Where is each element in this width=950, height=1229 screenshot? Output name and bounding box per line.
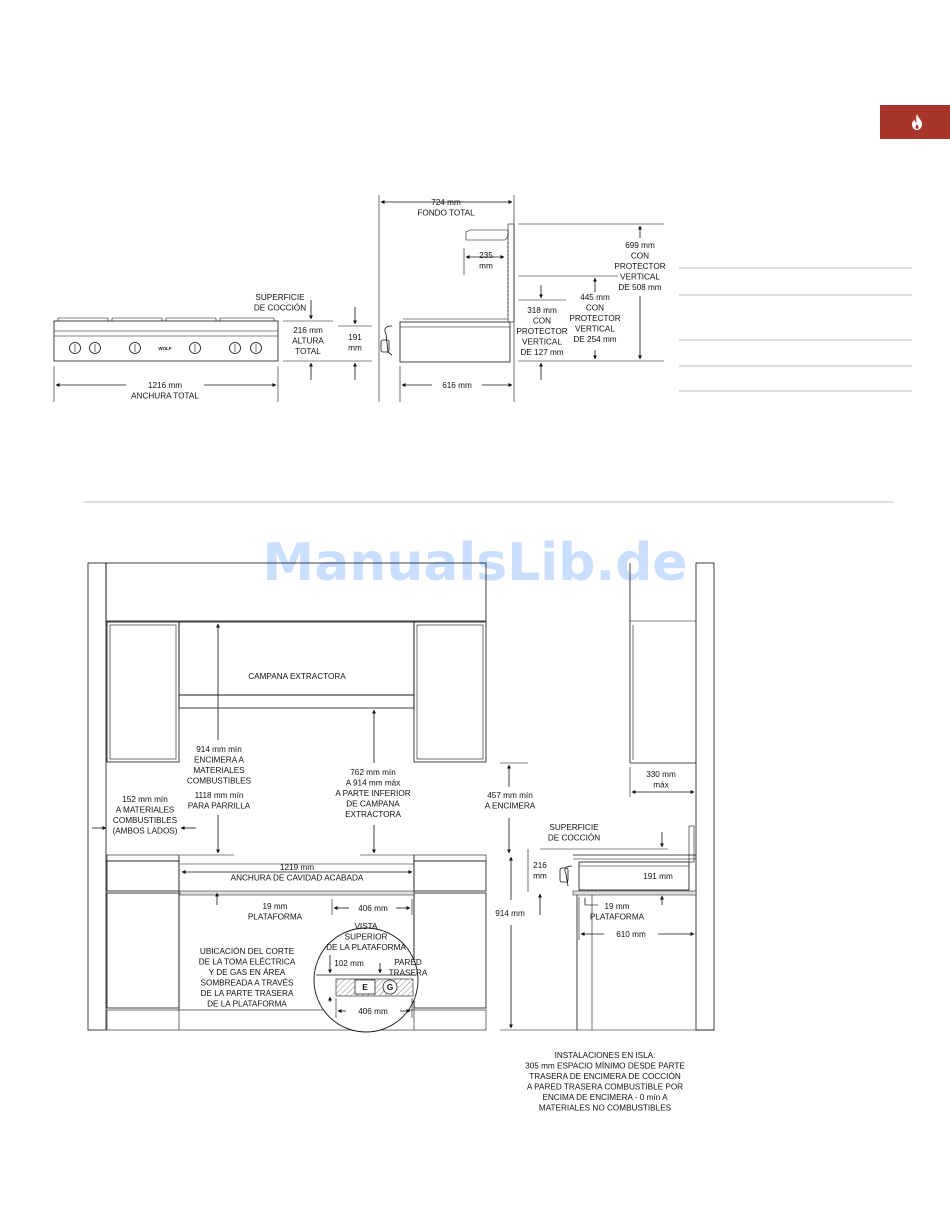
side-610-label: 610 mm <box>616 930 646 939</box>
dim-406-bottom-label: 406 mm <box>358 1007 388 1016</box>
side-914-label: 914 mm <box>495 909 525 918</box>
electrical-outlet-label: E <box>362 983 368 992</box>
side-191-label: 191 mm <box>643 872 673 881</box>
control-knobs <box>69 342 262 354</box>
section-tab <box>880 105 950 139</box>
dim-616-label: 616 mm <box>442 381 472 390</box>
gas-outlet-label: G <box>387 983 393 992</box>
island-note: INSTALACIONES EN ISLA:305 mm ESPACIO MÍN… <box>525 1051 685 1113</box>
dim-102-label: 102 mm <box>334 959 364 968</box>
wolf-logo: WOLF <box>158 346 171 351</box>
hood-label: CAMPANA EXTRACTORA <box>248 672 346 681</box>
note-lines <box>679 267 912 392</box>
dim-406-top-label: 406 mm <box>358 904 388 913</box>
flame-icon <box>912 114 922 130</box>
